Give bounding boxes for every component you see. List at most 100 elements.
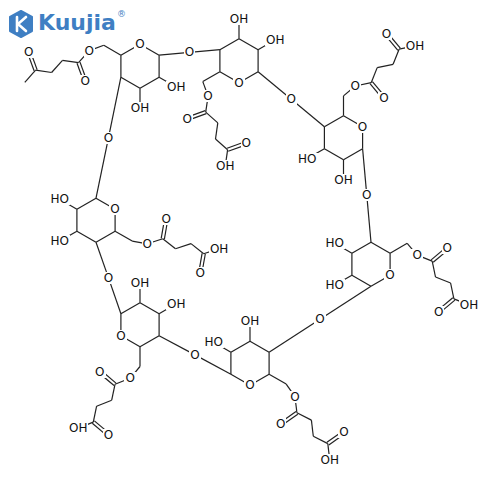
atom-label: O [103,429,114,441]
atom-label: HO [325,279,345,291]
bond-line [344,149,363,160]
atom-label: OH [166,81,186,93]
bond-line [377,64,393,67]
atom-label: O [314,313,325,325]
bond-line [343,96,344,116]
bond-line [112,384,115,400]
bond-line [363,149,367,196]
atom-label: OH [240,315,260,327]
bond-line [139,347,140,367]
atom-label: O [103,272,114,284]
atom-label: O [241,137,252,149]
bond-line [25,70,36,82]
bond-line [140,303,159,314]
bond-line [436,277,451,283]
atom-label: O [23,46,34,58]
bond-line [140,336,159,347]
atom-label: O [411,249,422,261]
bond-line [63,60,79,62]
atom-label: O [134,38,145,50]
bond-line [104,45,121,55]
atom-label: OH [130,102,150,114]
atom-label: O [244,379,255,391]
bond-line [97,400,112,406]
atom-label: OH [130,277,150,289]
atom-label: O [275,418,286,430]
bond-line [351,253,352,275]
bond-line [120,55,121,77]
bond-line [159,55,160,77]
atom-label: O [84,45,95,57]
bond-line [230,352,231,374]
bond-line [36,70,52,72]
atom-label: O [357,121,368,133]
atom-label: O [442,242,453,254]
bond-line [352,242,371,253]
atom-label: O [378,92,389,104]
bond-line [390,243,407,253]
atom-label: OH [405,40,425,52]
atom-label: O [384,269,395,281]
atom-label: O [202,90,213,102]
atom-label: O [338,426,349,438]
watermark-mark: ® [117,10,126,19]
bond-line [115,231,132,241]
atom-label: O [289,391,300,403]
bond-line [52,60,63,72]
bond-line [159,314,160,336]
atom-label: O [124,372,135,384]
atom-label: OH [459,299,479,311]
atom-label: O [103,132,114,144]
bond-line [311,420,313,436]
bond-line [297,413,312,420]
bond-line [220,39,239,50]
atom-label: OH [265,34,285,46]
bond-line [269,374,286,384]
bond-line [231,341,250,352]
bond-line [163,239,176,249]
bond-line [203,72,220,82]
bond-line [393,49,399,64]
bond-line [324,116,343,127]
bond-line [140,77,159,88]
bond-line [352,275,371,286]
bond-line [371,242,390,253]
atom-label: HO [204,336,224,348]
atom-label: HO [50,235,70,247]
atom-label: O [433,306,444,318]
bond-line [313,436,328,443]
atom-label: OH [333,174,353,186]
bond-line [109,77,121,138]
bond-line [121,77,140,88]
bond-line [239,39,258,50]
atom-label: O [361,189,372,201]
bond-line [324,149,343,160]
atom-label: O [94,366,105,378]
atom-label: OH [166,298,186,310]
bond-line [258,50,259,72]
atom-label: HO [325,237,345,249]
bond-line [216,139,228,150]
bond-line [432,261,435,277]
bond-line [77,198,96,209]
atom-label: O [109,203,120,215]
bond-line [219,50,220,72]
bond-line [76,209,77,231]
atom-label: O [381,28,392,40]
atom-label: OH [320,454,340,466]
bond-line [176,244,192,249]
atom-label: OH [215,160,235,172]
bond-line [206,112,218,123]
atom-label: O [115,330,126,342]
atom-label: O [189,349,200,361]
atom-label: O [142,238,153,250]
watermark-logo [8,10,34,38]
atom-label: HO [297,153,317,165]
bond-line [324,127,325,149]
atom-label: OH [209,243,229,255]
atom-label: O [184,46,195,58]
atom-label: HO [50,193,70,205]
atom-label: O [80,75,91,87]
atom-label: O [181,113,192,125]
bond-line [371,68,377,83]
